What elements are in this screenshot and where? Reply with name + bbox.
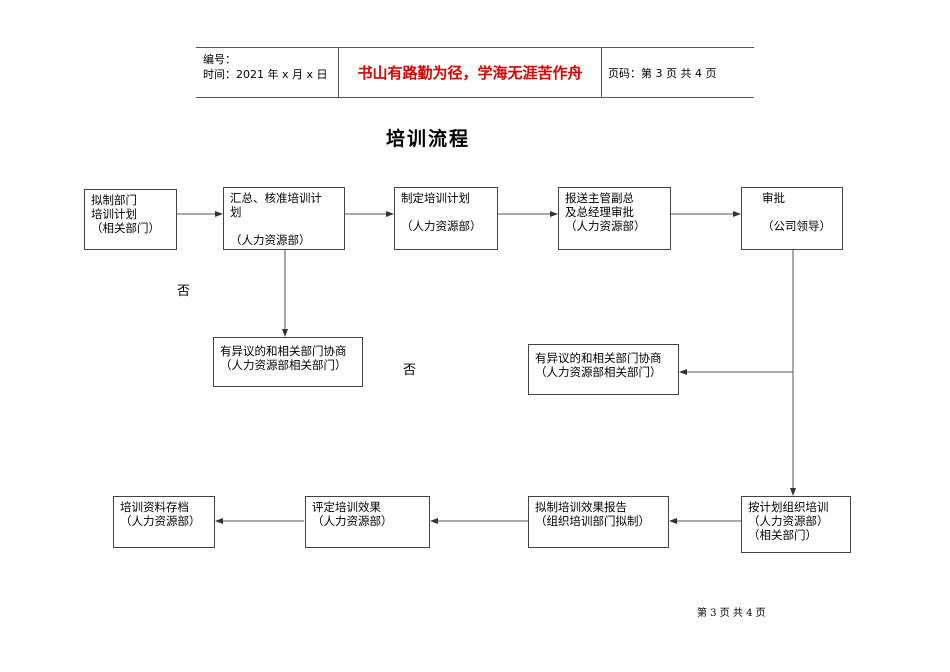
header-motto: 书山有路勤为径，学海无涯苦作舟 <box>339 48 602 97</box>
node-report-approval: 报送主管副总 及总经理审批 （人力资源部） <box>558 187 671 250</box>
node-effect-report: 拟制培训效果报告 （组织培训部门拟制） <box>528 496 669 548</box>
header-page-label: 页码：第 3 页 共 4 页 <box>608 66 717 80</box>
number-label: 编号： <box>203 53 236 66</box>
node-summary-approve: 汇总、核准培训计 划 （人力资源部） <box>223 187 345 250</box>
header-meta-cell: 编号： 时间：2021 年 x 月 x 日 <box>196 48 339 97</box>
page-footer: 第 3 页 共 4 页 <box>697 608 766 619</box>
label-no-left: 否 <box>177 284 191 299</box>
node-negotiate-right: 有异议的和相关部门协商 （人力资源部相关部门） <box>528 344 679 395</box>
label-no-middle: 否 <box>403 363 417 378</box>
node-formulate-plan: 制定培训计划 （人力资源部） <box>394 187 498 250</box>
node-draft-plan: 拟制部门 培训计划 （相关部门） <box>84 189 177 250</box>
node-evaluate-effect: 评定培训效果 （人力资源部） <box>305 496 430 548</box>
time-label: 时间：2021 年 x 月 x 日 <box>203 68 328 81</box>
document-header: 编号： 时间：2021 年 x 月 x 日 书山有路勤为径，学海无涯苦作舟 页码… <box>196 47 754 98</box>
node-approve: 审批 （公司领导） <box>741 187 843 250</box>
page-title: 培训流程 <box>385 128 470 150</box>
node-negotiate-left: 有异议的和相关部门协商 （人力资源部相关部门） <box>213 337 363 387</box>
node-archive-materials: 培训资料存档 （人力资源部） <box>113 496 215 548</box>
node-organize-training: 按计划组织培训 （人力资源部） （相关部门） <box>741 496 851 553</box>
